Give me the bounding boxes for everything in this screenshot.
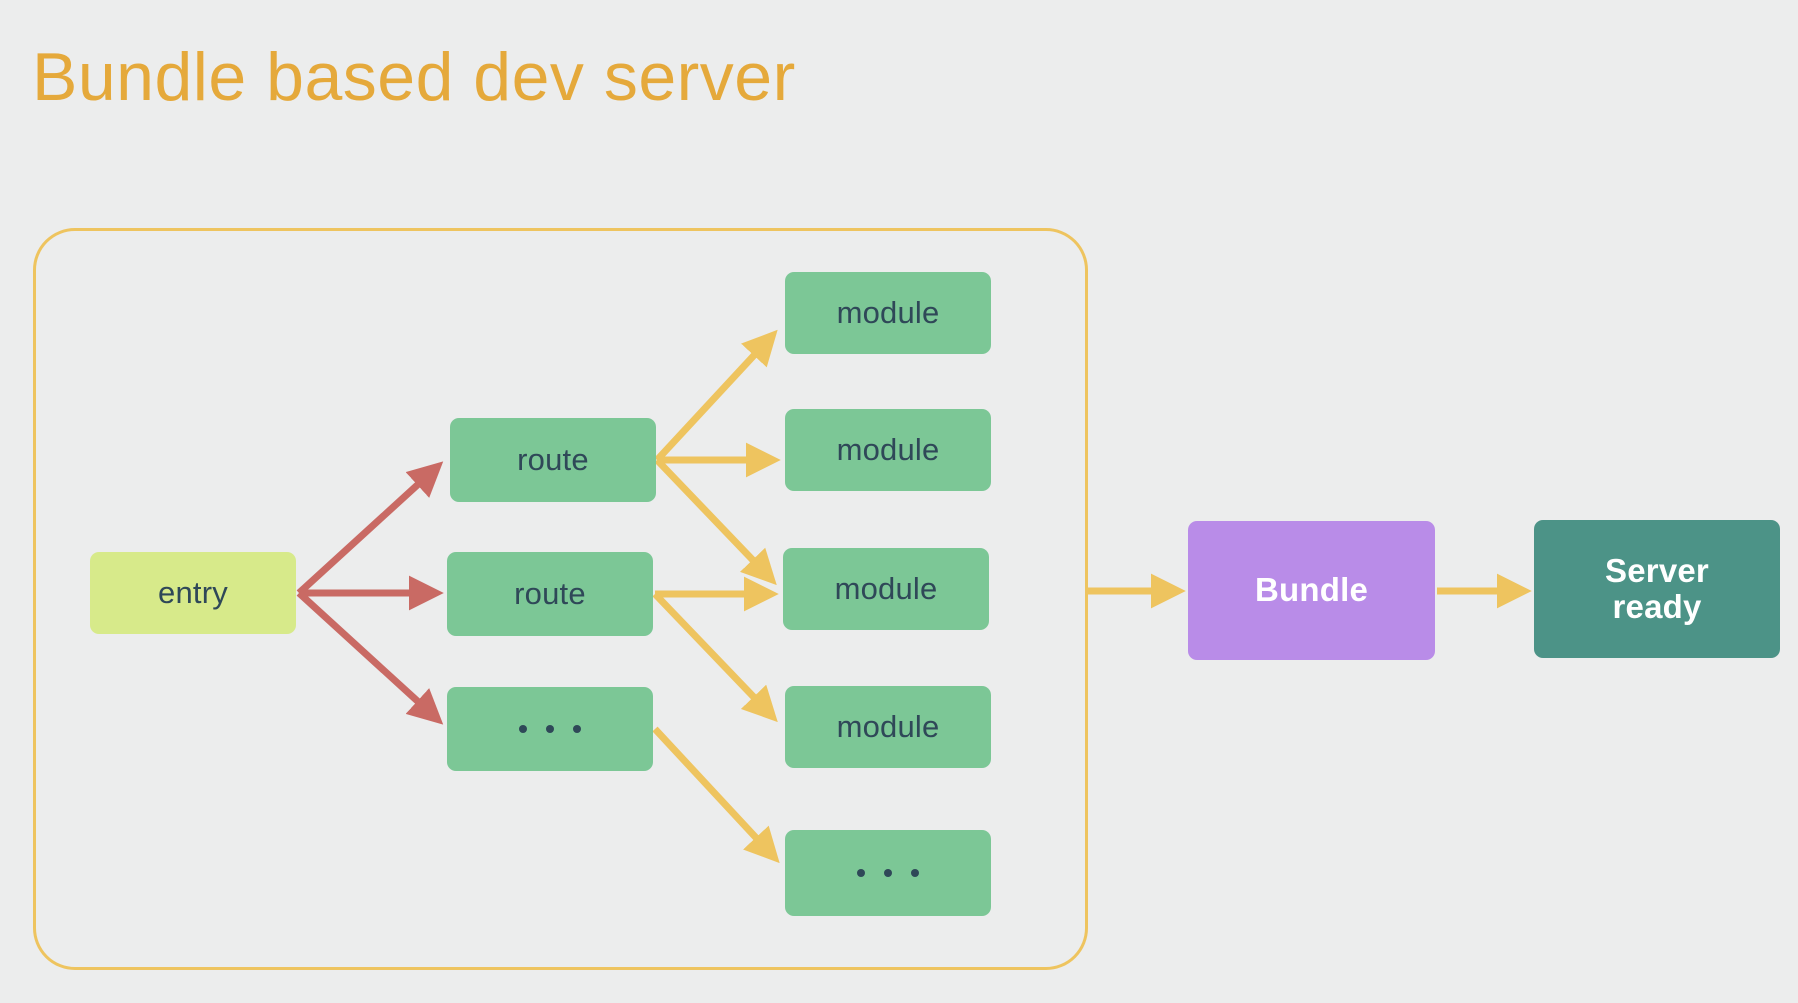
- node-module-ellipsis[interactable]: [785, 830, 991, 916]
- node-module-1[interactable]: module: [785, 272, 991, 354]
- node-route-ellipsis[interactable]: [447, 687, 653, 771]
- node-module-2[interactable]: module: [785, 409, 991, 491]
- ellipsis-icon: [857, 869, 919, 877]
- ellipsis-icon: [519, 725, 581, 733]
- node-module-3[interactable]: module: [783, 548, 989, 630]
- node-entry[interactable]: entry: [90, 552, 296, 634]
- server-ready-line-1: Server: [1605, 551, 1709, 589]
- node-server-ready[interactable]: Server ready: [1534, 520, 1780, 658]
- node-route-2[interactable]: route: [447, 552, 653, 636]
- server-ready-line-2: ready: [1612, 588, 1702, 625]
- node-module-4[interactable]: module: [785, 686, 991, 768]
- page-title: Bundle based dev server: [32, 39, 796, 115]
- node-bundle[interactable]: Bundle: [1188, 521, 1435, 660]
- bundle-graph-container: [33, 228, 1088, 970]
- node-route-1[interactable]: route: [450, 418, 656, 502]
- server-ready-label: Server ready: [1605, 551, 1709, 626]
